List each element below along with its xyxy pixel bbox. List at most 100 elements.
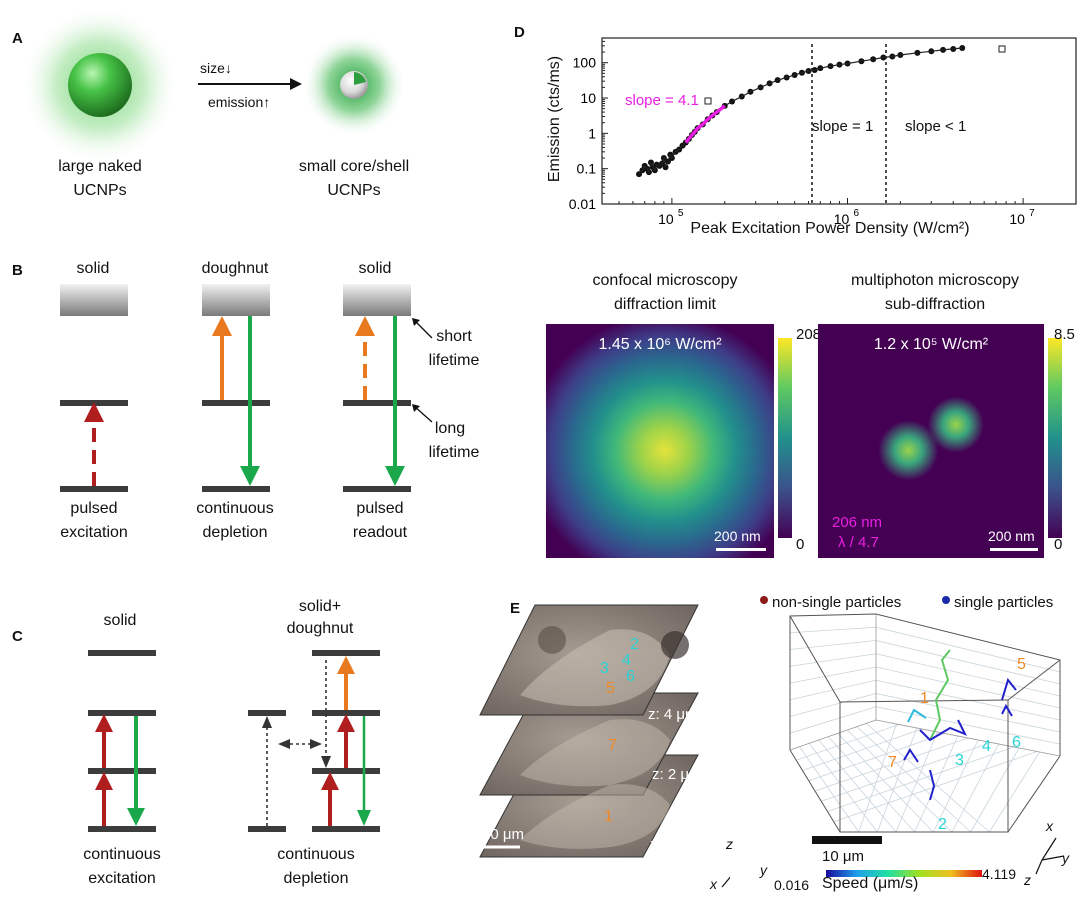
- panel-label-c: C: [12, 628, 23, 645]
- multiphoton-image: [818, 324, 1044, 558]
- axis-z-right: z: [1024, 872, 1031, 888]
- c-col2-title-1: solid+: [298, 598, 342, 615]
- b-col2-caption-1: continuous: [196, 500, 274, 517]
- c-col2-title-2: doughnut: [286, 620, 354, 637]
- b-col3-caption-1: pulsed: [356, 500, 404, 517]
- wall-grid-line: [789, 666, 877, 684]
- floor-grid-line: [802, 728, 923, 771]
- floor-grid-line: [951, 743, 1000, 833]
- b-col1-caption-1: pulsed: [70, 500, 118, 517]
- b-col2-title: doughnut: [201, 260, 269, 277]
- long-lifetime-1: long: [434, 420, 466, 437]
- b2-ground-level: [202, 486, 270, 492]
- floor-grid-line: [827, 736, 915, 833]
- speed-label: Speed (μm/s): [822, 875, 919, 892]
- slope-lt1-label: slope < 1: [905, 118, 967, 135]
- b-col1-title: solid: [76, 260, 110, 277]
- floor-grid-line: [988, 751, 1040, 833]
- large-ucnp-sphere: [68, 53, 132, 117]
- particle-3: 3: [600, 660, 609, 677]
- img2-res-2: λ / 4.7: [838, 534, 879, 551]
- floor-grid-line: [833, 751, 1038, 823]
- wall-grid-line: [789, 693, 877, 717]
- traj-label-1: 1: [920, 690, 929, 707]
- img2-res-1: 206 nm: [832, 514, 883, 531]
- single-legend-dot: [942, 596, 950, 604]
- speed-colorbar: [826, 870, 982, 877]
- traj-label-5: 5: [1017, 656, 1026, 673]
- b-col2-caption-2: depletion: [202, 524, 268, 541]
- y-tick-label: 1: [588, 125, 596, 141]
- img1-scale-label: 200 nm: [714, 528, 761, 544]
- trajectory-3d-box: [789, 613, 1061, 833]
- particle-1: 1: [604, 808, 613, 825]
- b-col1-caption-2: excitation: [60, 524, 128, 541]
- panel-label-a: A: [12, 30, 23, 47]
- c-col1-title: solid: [103, 612, 137, 629]
- img2-scale-label: 200 nm: [988, 528, 1035, 544]
- img2-cmin: 0: [1054, 536, 1063, 553]
- b2-mid-level: [202, 400, 270, 406]
- x-tick-exp: 7: [1029, 208, 1035, 219]
- floor-grid-line: [932, 739, 979, 833]
- panel-label-e: E: [510, 600, 521, 617]
- panel-a-graphic: [20, 5, 406, 165]
- traj-label-3: 3: [955, 752, 964, 769]
- c-col2-caption-2: depletion: [283, 870, 349, 887]
- large-ucnp-caption-1: large naked: [58, 158, 142, 175]
- z-label-1um: z: 1 μm: [650, 836, 700, 853]
- particle-5: 5: [606, 680, 615, 697]
- img2-title-1: multiphoton microscopy: [850, 272, 1020, 289]
- floor-grid-line: [827, 746, 1015, 812]
- img1-cmin: 0: [796, 536, 805, 553]
- b-col3-title: solid: [358, 260, 392, 277]
- short-lifetime-2: lifetime: [428, 352, 480, 369]
- particle-4: 4: [622, 652, 631, 669]
- panel-c-diagram: [88, 650, 380, 832]
- d-ylabel: Emission (cts/ms): [546, 55, 563, 183]
- x-tick-label: 10: [1009, 211, 1025, 227]
- legend-single: single particles: [954, 594, 1054, 611]
- wall-grid-line: [875, 666, 1061, 709]
- c-col1-caption-2: excitation: [88, 870, 156, 887]
- floor-grid-line: [796, 724, 900, 761]
- large-ucnp-caption-2: UCNPs: [73, 182, 127, 199]
- axis-y-left: y: [760, 862, 767, 878]
- y-tick-label: 10: [580, 90, 596, 106]
- long-lifetime-2: lifetime: [428, 444, 480, 461]
- floor-grid-line: [858, 723, 897, 833]
- wall-grid-line: [875, 626, 1061, 673]
- img1-scale-bar: [716, 548, 766, 551]
- c-col1-caption-1: continuous: [83, 846, 161, 863]
- floor-grid-line: [799, 746, 859, 833]
- b2-upper-band: [202, 284, 270, 316]
- small-ucnp-caption-1: small core/shell: [298, 158, 410, 175]
- nonsingle-legend-dot: [760, 596, 768, 604]
- b3-mid-level: [343, 400, 411, 406]
- wall-grid-line: [875, 706, 1061, 745]
- img2-scale-bar: [990, 548, 1038, 551]
- axis-x-right: x: [1046, 818, 1053, 834]
- img1-title-1: confocal microscopy: [592, 272, 738, 289]
- scale-right-bar: [812, 836, 882, 844]
- b-col3-caption-2: readout: [352, 524, 408, 541]
- arrow-label-size: size↓: [200, 60, 232, 76]
- small-ucnp-core-cut: [354, 72, 366, 85]
- y-tick-label: 100: [573, 55, 597, 71]
- curve-end-marker: [998, 45, 1006, 53]
- axis-z-left: z: [726, 836, 733, 852]
- floor-grid-line: [970, 747, 1020, 833]
- z-label-4um: z: 4 μm: [648, 706, 698, 723]
- img1-power: 1.45 x 10⁶ W/cm²: [598, 336, 722, 353]
- slope-fit-label: slope = 4.1: [625, 92, 699, 109]
- small-ucnp-caption-2: UCNPs: [327, 182, 381, 199]
- slope-fit-line: [684, 104, 726, 144]
- speed-max: 4.119: [982, 866, 1016, 882]
- traj-label-4: 4: [982, 738, 991, 755]
- slope-1-label: slope = 1: [812, 118, 874, 135]
- b1-upper-band: [60, 284, 128, 316]
- floor-grid-line: [856, 726, 971, 833]
- scale-right-label: 10 μm: [822, 848, 864, 865]
- img2-power: 1.2 x 10⁵ W/cm²: [873, 336, 989, 353]
